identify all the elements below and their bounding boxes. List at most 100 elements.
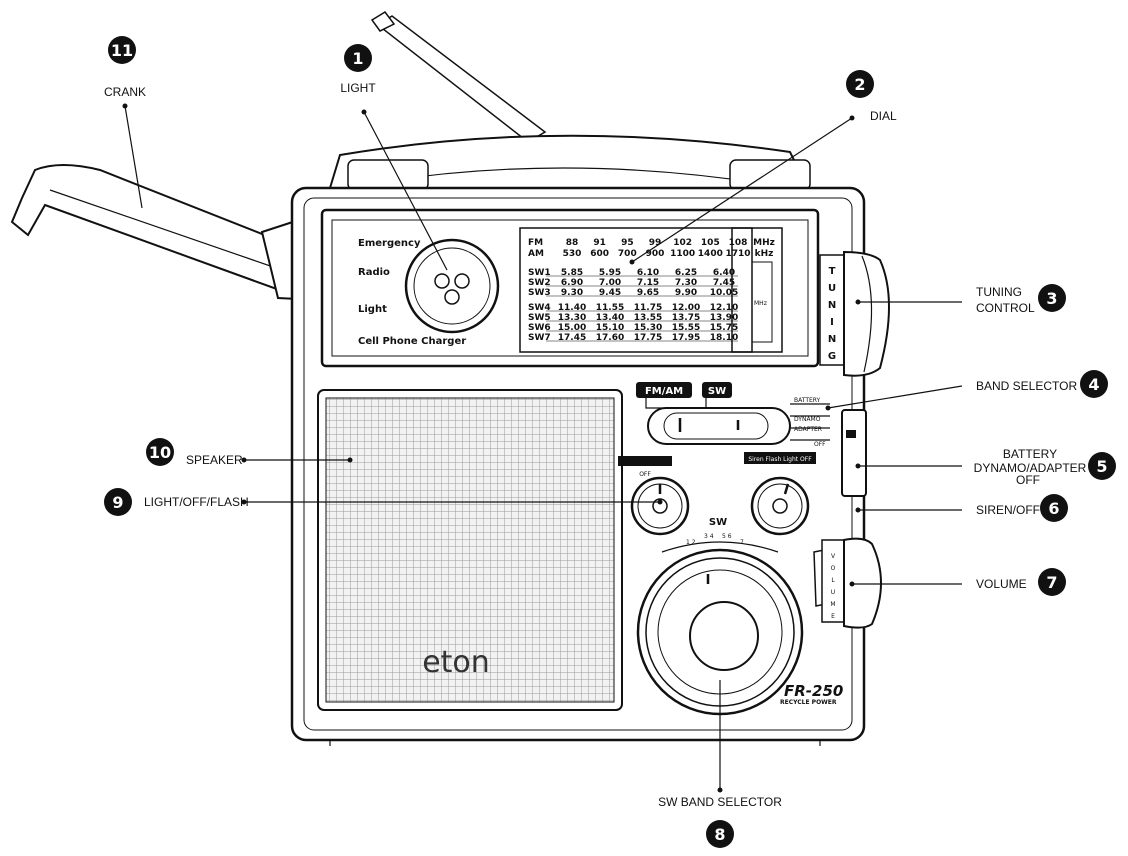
callout-number-6: 6 bbox=[1048, 499, 1059, 518]
dial-value: 600 bbox=[590, 249, 609, 259]
callout-label-power-1: BATTERY bbox=[1003, 447, 1057, 461]
dial-value: 10.05 bbox=[710, 288, 738, 298]
siren-knob[interactable]: Siren Flash Light OFF bbox=[744, 452, 816, 536]
feature-light: Light bbox=[358, 304, 387, 315]
callout-label-siren: SIREN/OFF bbox=[976, 503, 1040, 517]
tuning-letter: T bbox=[829, 266, 836, 277]
callout-label-crank: CRANK bbox=[104, 85, 146, 99]
dial-value: 7.45 bbox=[713, 278, 735, 288]
dial-value: 12.00 bbox=[672, 303, 700, 313]
dial-value: 95 bbox=[621, 238, 634, 248]
tuning-letters: TUNING bbox=[828, 266, 836, 362]
sw-band-knob[interactable]: SW 1 2 3 4 5 6 7 bbox=[636, 517, 804, 716]
callout-number-7: 7 bbox=[1046, 573, 1057, 592]
callout-label-power-3: OFF bbox=[1016, 473, 1040, 487]
dial-band-sw7: SW7 bbox=[528, 333, 551, 343]
dial-unit-fm: MHz bbox=[753, 238, 775, 248]
dial-value: 6.25 bbox=[675, 268, 697, 278]
sw-scale-7: 7 bbox=[740, 539, 744, 546]
band-button-sw: SW bbox=[708, 386, 726, 397]
callout-light: 1 LIGHT bbox=[340, 44, 376, 95]
volume-letter: V bbox=[831, 553, 836, 560]
callout-number-9: 9 bbox=[112, 493, 123, 512]
dial-band-am: AM bbox=[528, 249, 544, 259]
dial-value: 5.85 bbox=[561, 268, 583, 278]
dial-value: 13.90 bbox=[710, 313, 738, 323]
dial-value: 9.65 bbox=[637, 288, 659, 298]
power-label-off: OFF bbox=[814, 441, 826, 448]
tuning-letter: N bbox=[828, 300, 836, 311]
dial-value: 88 bbox=[566, 238, 579, 248]
dial-value: 9.90 bbox=[675, 288, 697, 298]
callout-power-source: BATTERY DYNAMO/ADAPTER OFF 5 bbox=[974, 447, 1116, 487]
callout-label-tuning-2: CONTROL bbox=[976, 301, 1035, 315]
callout-number-11: 11 bbox=[111, 41, 133, 60]
dial-value: 6.10 bbox=[637, 268, 659, 278]
callout-label-tuning-1: TUNING bbox=[976, 285, 1022, 299]
dial-value: 18.10 bbox=[710, 333, 738, 343]
feature-cell-phone-charger: Cell Phone Charger bbox=[358, 336, 466, 347]
callout-crank: 11 CRANK bbox=[104, 36, 146, 99]
dial-value: 11.40 bbox=[558, 303, 586, 313]
tuning-letter: G bbox=[828, 351, 836, 362]
light-knob-label: OFF bbox=[639, 471, 651, 478]
leader-lines bbox=[122, 103, 963, 793]
led-light bbox=[404, 238, 500, 334]
callout-dial: 2 DIAL bbox=[846, 70, 897, 123]
dial-value: 15.75 bbox=[710, 323, 738, 333]
dial-value: 6.90 bbox=[561, 278, 583, 288]
volume-control[interactable] bbox=[813, 537, 882, 629]
dial-band-sw6: SW6 bbox=[528, 323, 551, 333]
sw-scale-3-4: 3 4 bbox=[704, 533, 714, 540]
siren-knob-label: Siren Flash Light OFF bbox=[748, 456, 812, 463]
feature-list: Emergency Radio Light Cell Phone Charger bbox=[358, 238, 466, 347]
volume-letters: VOLUME bbox=[830, 553, 836, 620]
dial-band-sw2: SW2 bbox=[528, 278, 551, 288]
dial-value: 7.15 bbox=[637, 278, 659, 288]
callout-tuning: TUNING CONTROL 3 bbox=[976, 284, 1066, 315]
dial-value: 15.00 bbox=[558, 323, 586, 333]
callout-band-selector: BAND SELECTOR 4 bbox=[976, 370, 1108, 398]
power-source-switch[interactable]: BATTERY DYNAMO ADAPTER OFF bbox=[790, 397, 867, 497]
callout-label-volume: VOLUME bbox=[976, 577, 1027, 591]
dial-value: 900 bbox=[646, 249, 665, 259]
sw-unit-label: MHz bbox=[754, 300, 767, 307]
model-subtitle: RECYCLE POWER bbox=[780, 699, 837, 706]
volume-letter: M bbox=[830, 601, 835, 608]
dial-value: 13.75 bbox=[672, 313, 700, 323]
volume-letter: L bbox=[831, 577, 835, 584]
dial-value: 13.55 bbox=[634, 313, 662, 323]
callout-number-2: 2 bbox=[854, 75, 865, 94]
callout-label-light-off-flash: LIGHT/OFF/FLASH bbox=[144, 495, 249, 509]
band-selector[interactable]: FM/AM SW bbox=[636, 382, 791, 445]
callout-number-1: 1 bbox=[352, 49, 363, 68]
callout-number-8: 8 bbox=[714, 825, 725, 844]
light-knob[interactable]: OFF bbox=[618, 456, 690, 536]
dial-band-sw5: SW5 bbox=[528, 313, 551, 323]
dial-value: 13.40 bbox=[596, 313, 624, 323]
dial-unit-am: kHz bbox=[755, 249, 774, 259]
sw-knob-title: SW bbox=[709, 517, 727, 528]
callout-number-4: 4 bbox=[1088, 375, 1099, 394]
callout-label-band-selector: BAND SELECTOR bbox=[976, 379, 1077, 393]
dial-value: 700 bbox=[618, 249, 637, 259]
dial-value: 99 bbox=[649, 238, 662, 248]
tuning-control[interactable] bbox=[819, 250, 890, 377]
tuning-letter: U bbox=[828, 283, 836, 294]
dial-value: 1710 bbox=[725, 249, 750, 259]
volume-letter: O bbox=[831, 565, 836, 572]
dial-value: 5.95 bbox=[599, 268, 621, 278]
tuning-letter: I bbox=[830, 317, 834, 328]
dial-value: 17.95 bbox=[672, 333, 700, 343]
dial-value: 7.00 bbox=[599, 278, 621, 288]
model-name: FR-250 bbox=[784, 682, 843, 700]
dial-value: 15.30 bbox=[634, 323, 662, 333]
callout-label-speaker: SPEAKER bbox=[186, 453, 243, 467]
callout-label-dial: DIAL bbox=[870, 109, 897, 123]
power-label-adapter: ADAPTER bbox=[794, 426, 822, 433]
crank bbox=[10, 164, 320, 302]
dial-value: 17.45 bbox=[558, 333, 586, 343]
dial-value: 15.55 bbox=[672, 323, 700, 333]
callout-label-sw-band-selector: SW BAND SELECTOR bbox=[658, 795, 782, 809]
